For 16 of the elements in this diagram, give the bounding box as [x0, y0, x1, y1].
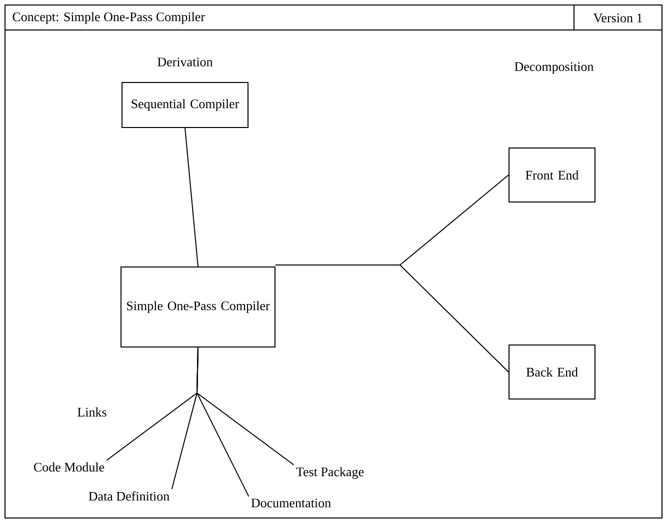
concept-box: Simple One-Pass Compiler [120, 266, 276, 348]
link-label: Code Module [31, 460, 107, 474]
link-label: Data Definition [86, 489, 172, 503]
section-heading: Links [78, 407, 106, 417]
link-label: Documentation [248, 496, 334, 510]
concept-box: Back End [508, 344, 596, 400]
section-heading: Decomposition [514, 62, 594, 74]
connector-line [196, 347, 294, 466]
concept-box: Sequential Compiler [122, 82, 248, 128]
section-heading: Derivation [158, 58, 213, 66]
title: Concept: Simple One-Pass Compiler [12, 12, 205, 24]
header-text: Version 1 [593, 14, 642, 22]
connector-line [275, 264, 509, 372]
connector-line [184, 128, 198, 267]
link-label: Test Package [294, 465, 366, 481]
concept-box: Front End [508, 148, 596, 202]
